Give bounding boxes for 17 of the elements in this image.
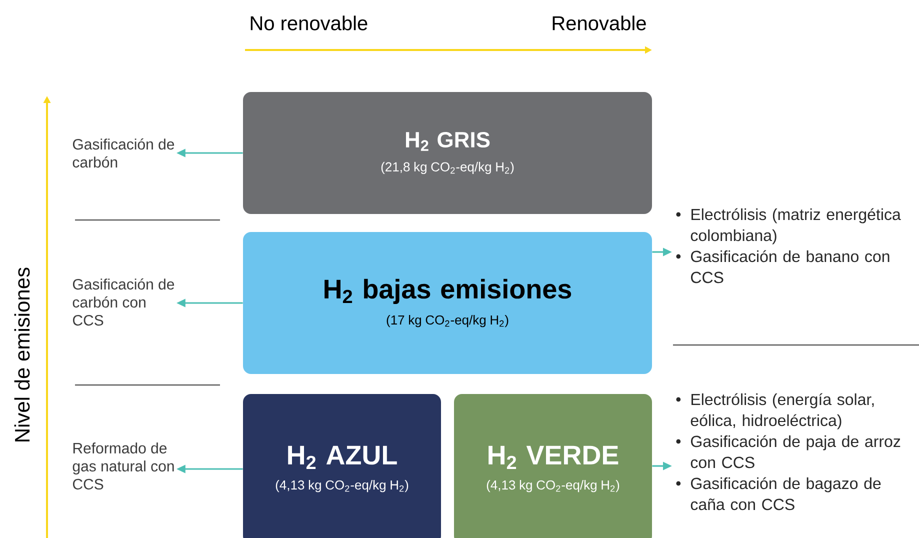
axis-label: Nivel de emisiones <box>14 268 30 442</box>
node-label: Gasificación de bagazo de caña con CCS <box>690 477 881 510</box>
category-box: H$_{2}$ bajas emisiones (17 kg CO$_{2}$-eq/kg H$_{2}$) <box>243 232 652 374</box>
category-box: H$_{2}$ VERDE (4,13 kg CO$_{2}$-eq/kg H$_{2}$) <box>454 394 652 538</box>
node-label: Electrólisis (energía solar, eólica, hidroeléctrica) <box>690 393 874 430</box>
axis-label: No renovable <box>250 16 368 30</box>
node-label: Gasificación de banano con CCS <box>691 250 890 284</box>
bullet-list: Electrólisis (matriz energética colombiana) Gasificación de banano con CCS <box>676 208 901 284</box>
node-label: Electrólisis (matriz energética colombiana) <box>690 208 901 244</box>
bullet-list: Electrólisis (energía solar, eólica, hidroeléctrica) Gasificación de paja de arroz con CCS Gasificación de bagazo de caña con CCS <box>676 393 900 510</box>
process-text: Gasificación de carbón <box>72 138 174 168</box>
process-text: Reformado de gas natural con CCS <box>72 442 174 490</box>
axis-label: Renovable <box>552 16 646 30</box>
category-box: H$_{2}$ GRIS (21,8 kg CO$_{2}$-eq/kg H$_{2}$) <box>243 92 652 214</box>
node-label: Gasificación de paja de arroz con CCS <box>690 435 900 468</box>
category-box: H$_{2}$ AZUL (4,13 kg CO$_{2}$-eq/kg H$_{2}$) <box>243 394 441 538</box>
process-text: Gasificación de carbón con CCS <box>72 278 174 326</box>
